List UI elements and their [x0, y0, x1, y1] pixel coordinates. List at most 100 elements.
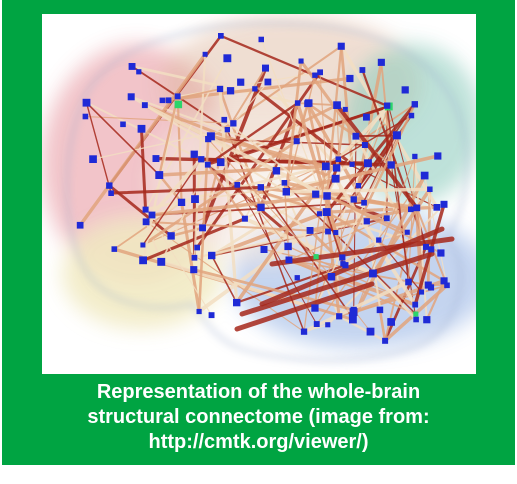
brain-region-node — [336, 156, 342, 162]
brain-region-node — [384, 215, 390, 221]
brain-region-node — [259, 37, 265, 43]
brain-region-node — [262, 65, 269, 72]
brain-region-node — [199, 224, 206, 231]
brain-region-node — [139, 256, 147, 264]
brain-region-node — [223, 54, 231, 62]
brain-region-node — [441, 201, 448, 208]
brain-region-node — [314, 321, 320, 327]
brain-region-node — [120, 122, 126, 128]
brain-region-node — [230, 120, 236, 126]
brain-region-node — [149, 212, 156, 219]
brain-region-node — [425, 282, 432, 289]
caption-line-2: structural connectome (image from: — [2, 405, 515, 430]
brain-region-node — [106, 182, 112, 188]
brain-region-node — [301, 329, 307, 335]
brain-region-node — [350, 308, 358, 316]
brain-region-node — [408, 207, 414, 213]
brain-region-node — [175, 101, 183, 109]
brain-region-node — [205, 136, 211, 142]
brain-region-node — [382, 338, 388, 344]
brain-region-node — [143, 207, 149, 213]
brain-region-node — [153, 155, 160, 162]
brain-region-node — [198, 156, 204, 162]
brain-region-node — [191, 151, 198, 158]
brain-region-node — [160, 98, 166, 104]
brain-region-node — [343, 107, 348, 112]
brain-region-node — [332, 175, 340, 183]
brain-region-node — [175, 93, 181, 99]
brain-region-node — [140, 243, 145, 248]
brain-region-node — [437, 249, 444, 256]
brain-region-node — [325, 322, 330, 327]
brain-region-node — [414, 205, 421, 212]
brain-region-node — [273, 167, 280, 174]
brain-region-node — [340, 261, 345, 266]
brain-region-node — [363, 114, 370, 121]
brain-region-node — [369, 270, 377, 278]
brain-region-node — [328, 273, 336, 281]
brain-region-node — [237, 79, 244, 86]
brain-region-node — [217, 159, 225, 167]
brain-region-node — [138, 125, 146, 133]
brain-region-node — [128, 93, 135, 100]
brain-region-node — [194, 245, 200, 251]
brain-region-node — [434, 152, 441, 159]
brain-region-node — [421, 172, 429, 180]
brain-region-node — [427, 187, 433, 193]
brain-region-node — [257, 204, 264, 211]
brain-region-node — [413, 312, 418, 317]
brain-region-node — [77, 222, 84, 229]
brain-region-node — [108, 190, 114, 196]
brain-region-node — [339, 254, 345, 260]
brain-region-node — [361, 200, 367, 206]
brain-region-node — [323, 192, 331, 200]
brain-region-node — [190, 266, 197, 273]
brain-region-node — [197, 309, 202, 314]
brain-region-node — [434, 204, 441, 211]
brain-region-node — [362, 142, 368, 148]
brain-region-node — [387, 318, 395, 326]
brain-region-node — [388, 161, 395, 168]
brain-region-node — [89, 155, 97, 163]
brain-region-node — [192, 255, 198, 261]
brain-region-node — [265, 79, 272, 86]
brain-region-node — [364, 218, 370, 224]
connectome-image — [42, 14, 476, 374]
brain-region-node — [157, 258, 165, 266]
brain-region-node — [376, 237, 381, 242]
brain-region-node — [209, 312, 215, 318]
brain-region-node — [284, 243, 291, 250]
brain-region-node — [428, 246, 434, 252]
brain-region-node — [129, 63, 136, 70]
brain-region-node — [323, 208, 331, 216]
brain-region-node — [311, 304, 318, 311]
brain-region-node — [208, 252, 215, 259]
brain-region-node — [83, 99, 91, 107]
brain-region-node — [143, 218, 150, 225]
brain-region-node — [350, 162, 355, 167]
caption-line-1: Representation of the whole-brain — [2, 380, 515, 405]
brain-region-node — [242, 216, 248, 222]
brain-region-node — [322, 163, 330, 171]
brain-region-node — [412, 302, 418, 308]
brain-region-node — [203, 52, 208, 57]
brain-region-node — [218, 33, 224, 39]
brain-region-node — [377, 307, 384, 314]
brain-region-node — [299, 59, 304, 64]
brain-region-node — [336, 313, 342, 319]
brain-region-node — [367, 328, 375, 336]
brain-region-node — [191, 195, 199, 203]
brain-region-node — [252, 86, 257, 91]
brain-region-node — [423, 316, 430, 323]
brain-region-node — [364, 159, 372, 167]
brain-region-node — [325, 229, 331, 235]
brain-region-node — [346, 75, 353, 82]
brain-region-node — [356, 183, 361, 188]
brain-region-node — [284, 188, 290, 194]
brain-region-node — [317, 211, 322, 216]
brain-region-node — [286, 257, 293, 264]
figure-caption: Representation of the whole-brain struct… — [2, 380, 515, 455]
brain-region-node — [412, 101, 418, 107]
brain-region-node — [221, 117, 227, 123]
brain-region-node — [112, 246, 118, 252]
